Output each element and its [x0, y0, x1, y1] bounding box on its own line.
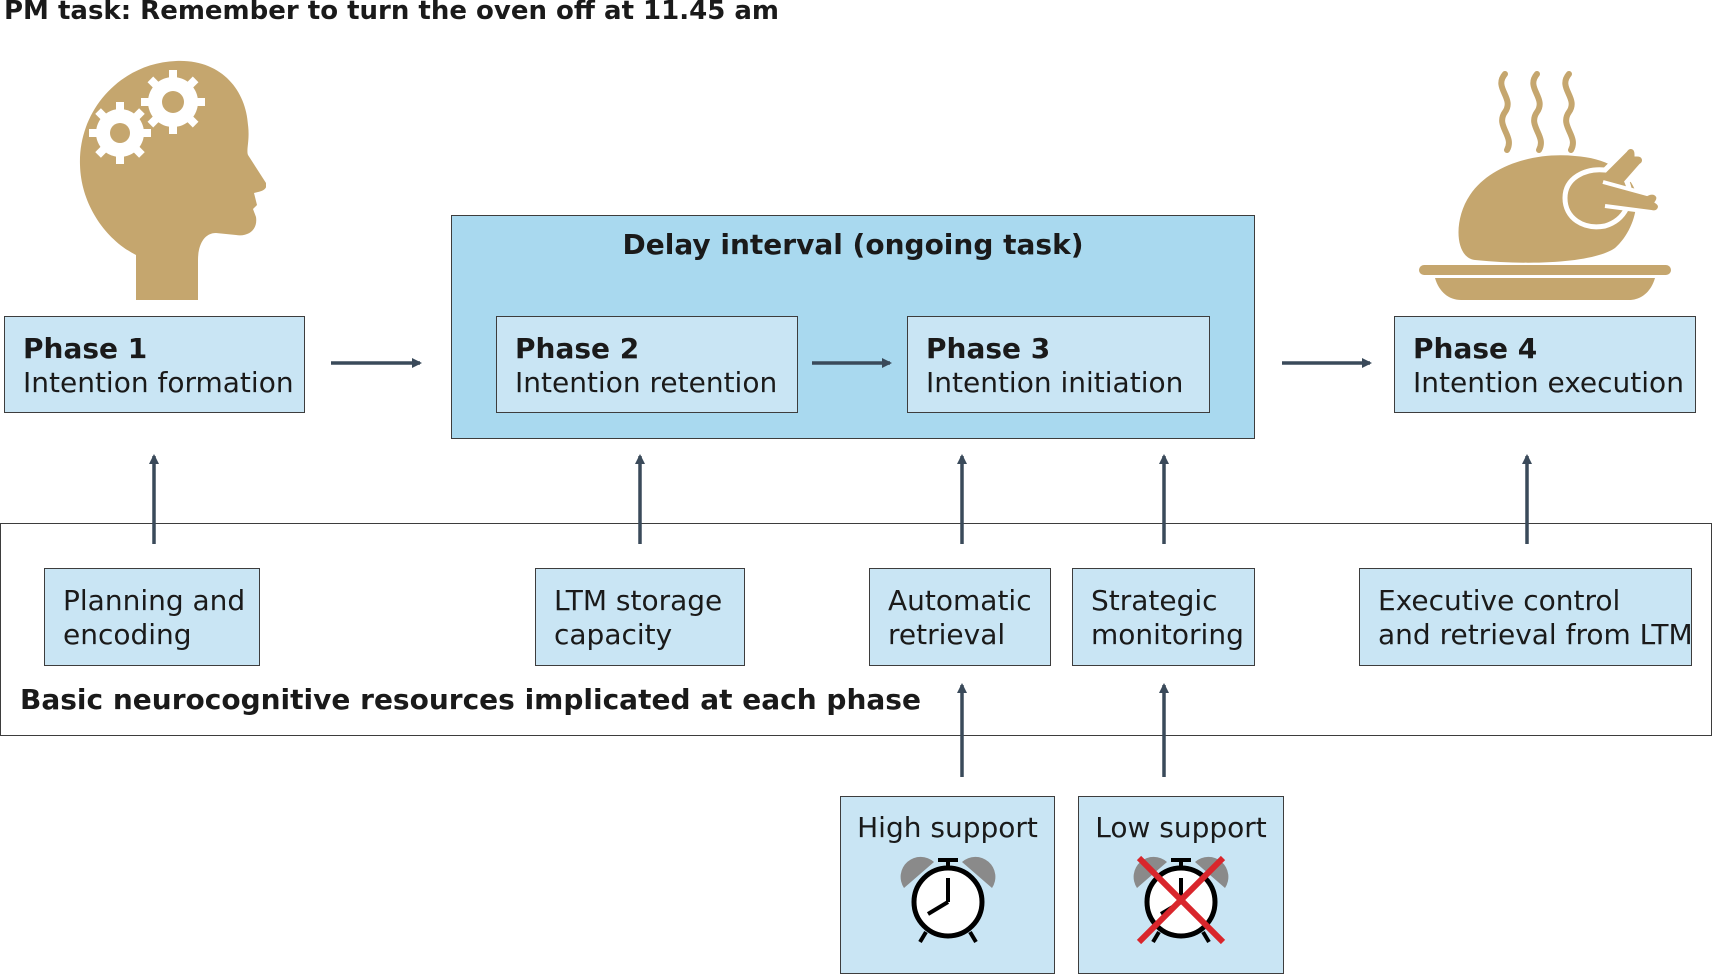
resource-ltm-storage: LTM storage capacity	[535, 568, 745, 666]
resource-executive-control: Executive control and retrieval from LTM	[1359, 568, 1693, 666]
resources-caption: Basic neurocognitive resources implicate…	[20, 683, 921, 716]
crossed-alarm-clock-icon	[1133, 855, 1229, 945]
head-gears-icon	[79, 60, 266, 300]
phase-2-box: Phase 2 Intention retention	[496, 316, 798, 413]
resource-planning-encoding: Planning and encoding	[44, 568, 260, 666]
diagram-title: PM task: Remember to turn the oven off a…	[4, 0, 779, 26]
resource-line: LTM storage	[554, 584, 723, 617]
phase-1-title: Phase 1	[23, 332, 148, 365]
resource-strategic-monitoring: Strategic monitoring	[1072, 568, 1255, 666]
roast-chicken-icon	[1419, 71, 1671, 300]
phase-4-box: Phase 4 Intention execution	[1394, 316, 1696, 413]
resource-line: Executive control	[1378, 584, 1621, 617]
resource-line: retrieval	[888, 618, 1006, 651]
alarm-clock-icon	[900, 856, 995, 944]
phase-3-box: Phase 3 Intention initiation	[907, 316, 1210, 413]
phase-2-title: Phase 2	[515, 332, 640, 365]
phase-2-description: Intention retention	[515, 366, 778, 399]
resource-line: Strategic	[1091, 584, 1218, 617]
resource-automatic-retrieval: Automatic retrieval	[869, 568, 1051, 666]
resource-line: capacity	[554, 618, 673, 651]
high-support-box: High support	[840, 796, 1055, 974]
resource-line: monitoring	[1091, 618, 1244, 651]
phase-4-title: Phase 4	[1413, 332, 1538, 365]
phase-1-description: Intention formation	[23, 366, 294, 399]
phase-1-box: Phase 1 Intention formation	[4, 316, 305, 413]
high-support-label: High support	[857, 811, 1038, 844]
phase-3-description: Intention initiation	[926, 366, 1184, 399]
low-support-label: Low support	[1095, 811, 1267, 844]
phase-3-title: Phase 3	[926, 332, 1051, 365]
resource-line: and retrieval from LTM	[1378, 618, 1693, 651]
resource-line: encoding	[63, 618, 192, 651]
resource-line: Planning and	[63, 584, 246, 617]
low-support-box: Low support	[1078, 796, 1284, 974]
phase-4-description: Intention execution	[1413, 366, 1684, 399]
resource-line: Automatic	[888, 584, 1032, 617]
delay-interval-label: Delay interval (ongoing task)	[622, 228, 1084, 261]
